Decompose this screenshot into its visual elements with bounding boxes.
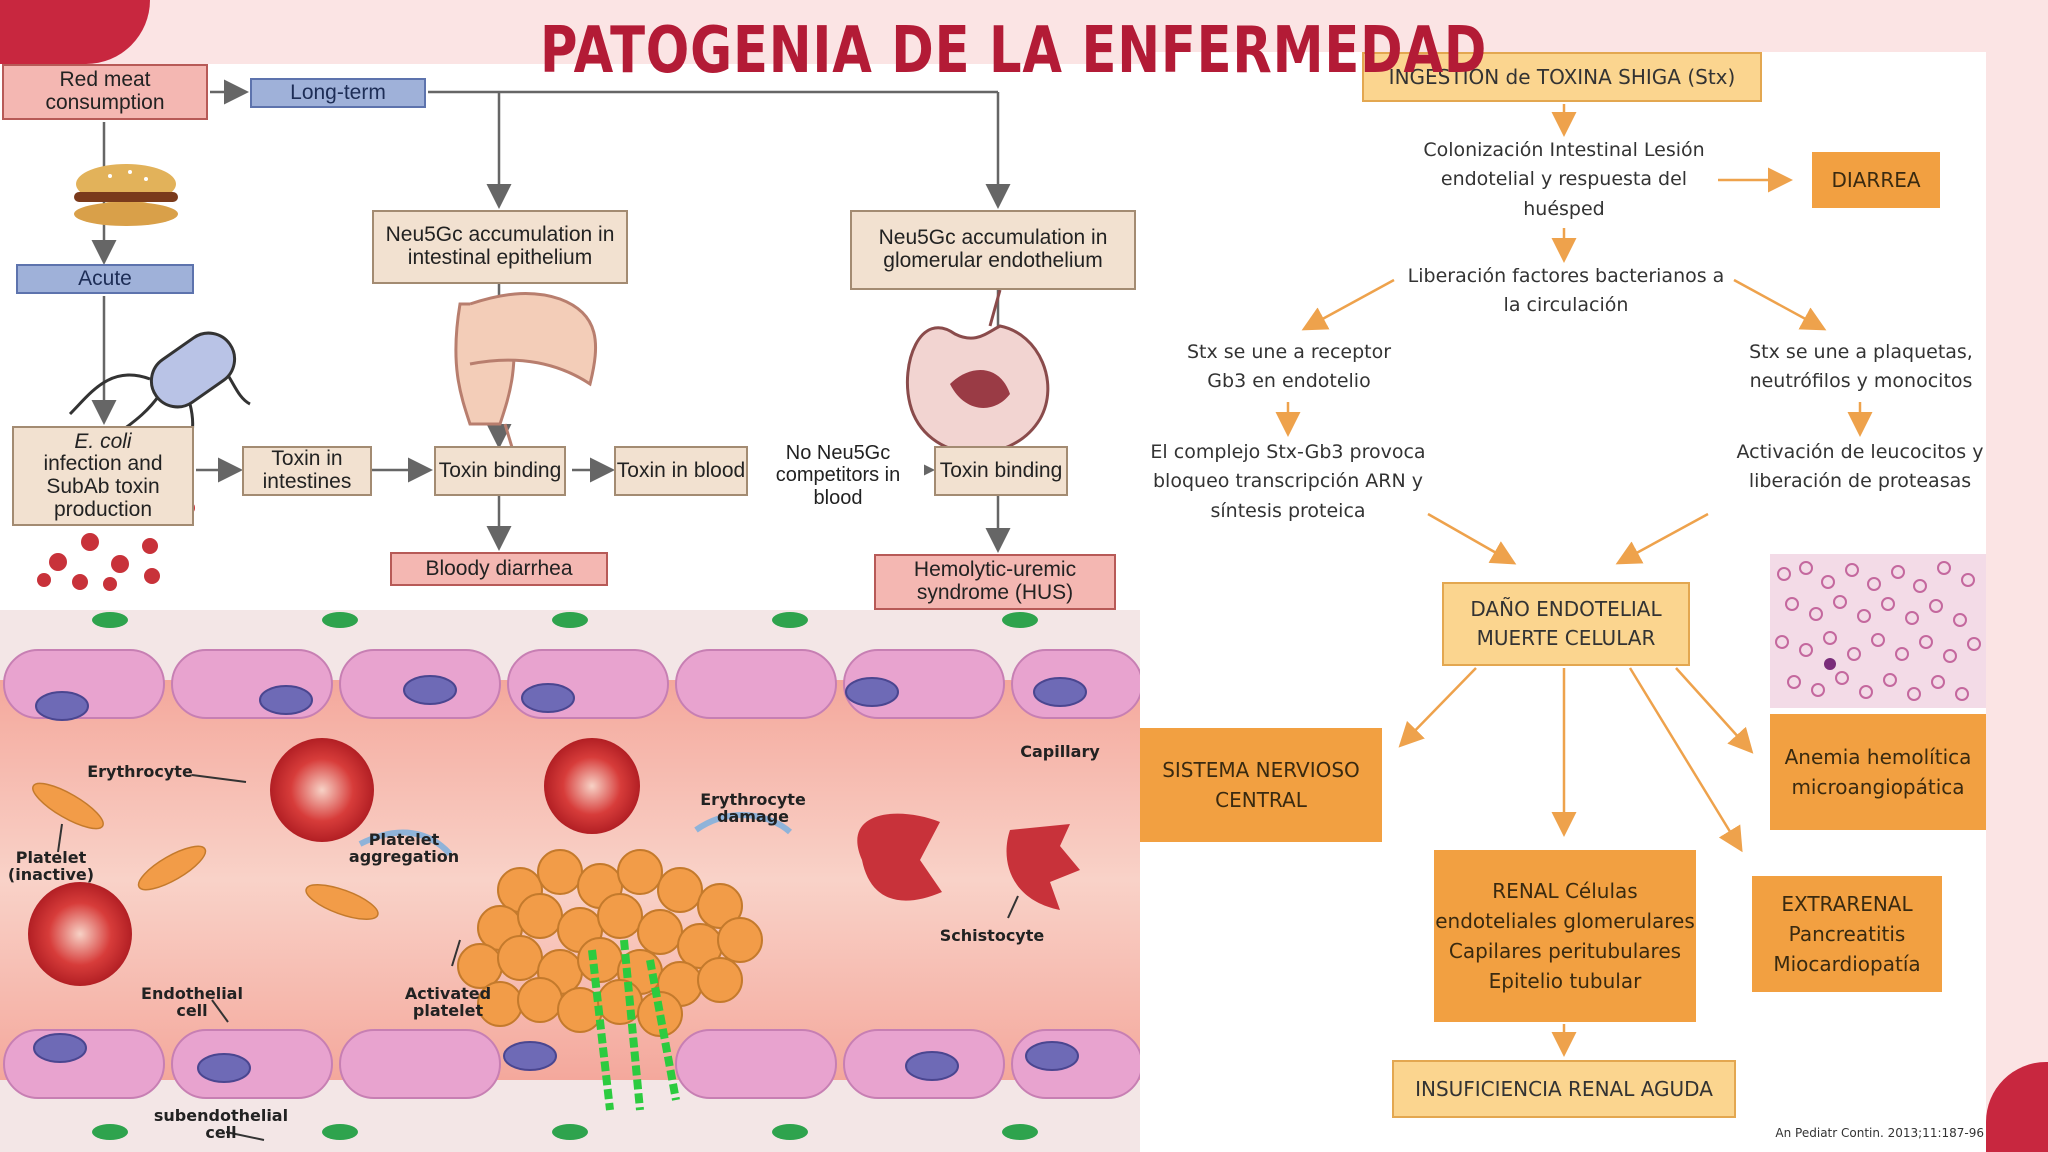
activated-platelet-label: Activated platelet <box>404 984 492 1020</box>
left-flowchart-connectors <box>16 79 1050 591</box>
no-competitors-label: No Neu5Gc competitors in blood <box>752 442 924 512</box>
insuficiencia-box: INSUFICIENCIA RENAL AGUDA <box>1392 1060 1736 1118</box>
blood-smear-cells <box>1775 561 1981 701</box>
diarrea-box: DIARREA <box>1812 152 1940 208</box>
subendothelial-cell-label: subendothelial cell <box>153 1106 289 1142</box>
red-meat-box: Red meat consumption <box>2 64 208 120</box>
activacion-text: Activación de leucocitos y liberación de… <box>1736 441 1984 493</box>
ecoli-rest-label: infection and SubAb toxin production <box>43 452 163 521</box>
corner-decoration-top-left <box>0 0 150 64</box>
citation-text: An Pediatr Contin. 2013;11:187-96 <box>1775 1126 1984 1140</box>
schistocyte-label: Schistocyte <box>939 926 1045 945</box>
platelet-inactive-label: Platelet (inactive) <box>7 848 95 884</box>
colonizacion-text: Colonización Intestinal Lesión endotelia… <box>1423 139 1705 220</box>
erythrocyte-damage-label: Erythrocyte damage <box>700 790 806 826</box>
right-flowchart-connectors <box>1275 104 1873 1057</box>
intestine-icon <box>454 292 597 475</box>
neu5gc-intestinal-box: Neu5Gc accumulation in intestinal epithe… <box>372 210 628 284</box>
capillary-label: Capillary <box>1020 742 1100 761</box>
kidney-icon <box>905 289 1050 455</box>
ingestion-box: INGESTIÓN de TOXINA SHIGA (Stx) <box>1362 52 1762 102</box>
snc-box: SISTEMA NERVIOSO CENTRAL <box>1140 728 1382 842</box>
neu5gc-glomerular-box: Neu5Gc accumulation in glomerular endoth… <box>850 210 1136 290</box>
platelet-aggregation-label: Platelet aggregation <box>348 830 460 866</box>
ecoli-italic-label: E. coli <box>74 429 132 453</box>
anemia-box: Anemia hemolítica microangiopática <box>1770 714 1986 830</box>
page-title: PATOGENIA DE LA ENFERMEDAD <box>540 14 1488 88</box>
complejo-text: El complejo Stx-Gb3 provoca bloqueo tran… <box>1150 441 1426 522</box>
platelet-aggregate <box>457 849 763 1037</box>
toxin-blood-box: Toxin in blood <box>614 446 748 496</box>
renal-box: RENAL Células endoteliales glomerulares … <box>1434 850 1696 1022</box>
left-flowchart-panel: Red meat consumption Long-term Acute Neu… <box>0 64 1140 610</box>
liberacion-text: Liberación factores bacterianos a la cir… <box>1407 265 1725 317</box>
hus-box: Hemolytic-uremic syndrome (HUS) <box>874 554 1116 610</box>
dano-endotelial-box: DAÑO ENDOTELIAL MUERTE CELULAR <box>1442 582 1690 666</box>
ecoli-infection-box: E. coli infection and SubAb toxin produc… <box>12 426 194 526</box>
bloody-diarrhea-box: Bloody diarrhea <box>390 552 608 586</box>
burger-icon <box>74 164 178 226</box>
stx-plaquetas-text: Stx se une a plaquetas, neutrófilos y mo… <box>1749 341 1973 393</box>
extrarenal-box: EXTRARENAL Pancreatitis Miocardiopatía <box>1752 876 1942 992</box>
toxin-binding-box-2: Toxin binding <box>934 446 1068 496</box>
blood-smear-image <box>1770 554 1986 708</box>
erythrocyte-label: Erythrocyte <box>87 762 193 781</box>
stx-receptor-text: Stx se une a receptor Gb3 en endotelio <box>1186 341 1392 393</box>
capillary-illustration-panel: Capillary Erythrocyte Platelet (inactive… <box>0 610 1143 1152</box>
toxin-binding-box-1: Toxin binding <box>434 446 566 496</box>
endothelial-cell-label: Endothelial cell <box>141 984 243 1020</box>
acute-box: Acute <box>16 264 194 294</box>
corner-decoration-bottom-right <box>1986 1062 2048 1152</box>
long-term-box: Long-term <box>250 78 426 108</box>
capillary-illustration <box>0 610 1143 1152</box>
toxin-intestines-box: Toxin in intestines <box>242 446 372 496</box>
right-flowchart-panel: INGESTIÓN de TOXINA SHIGA (Stx) Coloniza… <box>1140 52 1986 1152</box>
